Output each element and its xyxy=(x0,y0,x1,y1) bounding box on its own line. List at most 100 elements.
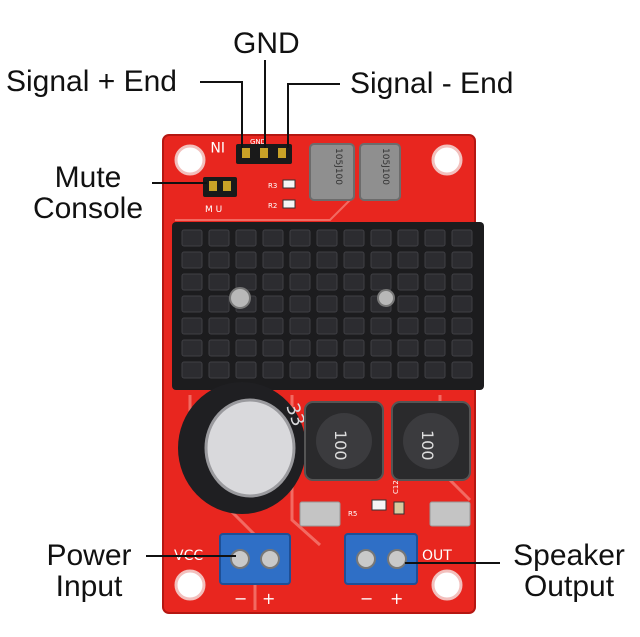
heatsink-fin xyxy=(397,361,419,379)
heatsink-fin xyxy=(370,273,392,291)
heatsink-fin xyxy=(451,339,473,357)
mounting-hole xyxy=(431,144,463,176)
mounting-hole xyxy=(431,569,463,601)
heatsink-fin xyxy=(451,317,473,335)
callout-power-line2: Input xyxy=(55,570,123,603)
silkscreen-r3: R3 xyxy=(268,182,277,190)
heatsink-fin xyxy=(397,251,419,269)
heatsink-fin xyxy=(208,317,230,335)
callout-speaker-line1: Speaker xyxy=(513,539,625,572)
small-components: C12 R5 xyxy=(299,480,471,527)
heatsink-fin xyxy=(181,339,203,357)
heatsink-fin xyxy=(262,339,284,357)
input-header: IN GND xyxy=(210,138,292,164)
heatsink-fin xyxy=(451,251,473,269)
heatsink-fin xyxy=(289,339,311,357)
heatsink-fin xyxy=(424,339,446,357)
callout-power: Power Input xyxy=(36,540,142,602)
silkscreen-r5: R5 xyxy=(348,510,357,518)
heatsink-fin xyxy=(343,361,365,379)
heatsink-fin xyxy=(262,361,284,379)
silkscreen-mute: M U xyxy=(205,205,222,215)
mounting-hole xyxy=(174,569,206,601)
heatsink-fin xyxy=(397,273,419,291)
callout-speaker-line2: Output xyxy=(523,570,615,603)
heatsink-fin xyxy=(181,295,203,313)
heatsink-fin xyxy=(424,361,446,379)
heatsink-fin xyxy=(370,251,392,269)
heatsink-fin xyxy=(370,361,392,379)
heatsink-fin xyxy=(289,251,311,269)
terminal-screw xyxy=(387,549,407,569)
speaker-plus: + xyxy=(390,589,403,608)
heatsink-fin xyxy=(181,317,203,335)
heatsink-fin xyxy=(370,317,392,335)
heatsink-screw xyxy=(229,287,251,309)
heatsink-fin xyxy=(343,229,365,247)
leader-signal-minus xyxy=(287,83,340,148)
header-pin xyxy=(242,148,250,158)
heatsink-fin xyxy=(235,229,257,247)
heatsink-fin xyxy=(181,273,203,291)
heatsink-fin xyxy=(289,273,311,291)
heatsink-fin xyxy=(424,229,446,247)
callout-mute: Mute Console xyxy=(26,162,150,224)
heatsink-fin xyxy=(235,251,257,269)
heatsink-fin xyxy=(316,229,338,247)
heatsink-fin xyxy=(316,295,338,313)
heatsink-screw xyxy=(377,289,395,307)
heatsink-fin xyxy=(424,251,446,269)
silkscreen-in: IN xyxy=(210,138,225,154)
inductors: 100 100 xyxy=(304,401,471,481)
heatsink-fin xyxy=(289,229,311,247)
heatsink-fin xyxy=(262,229,284,247)
heatsink-fin xyxy=(289,317,311,335)
heatsink-fins xyxy=(181,229,473,379)
heatsink-fin xyxy=(208,361,230,379)
silkscreen-gnd: GND xyxy=(250,138,266,146)
heatsink-fin xyxy=(424,317,446,335)
heatsink-fin xyxy=(289,361,311,379)
heatsink-fin xyxy=(451,273,473,291)
heatsink-fin xyxy=(397,317,419,335)
callout-power-line1: Power xyxy=(46,539,132,572)
heatsink-fin xyxy=(451,295,473,313)
heatsink-fin xyxy=(343,273,365,291)
cap-left-code: 105J100 xyxy=(333,148,343,185)
header-pin xyxy=(278,148,286,158)
smd-resistors: R3 R2 xyxy=(268,179,296,210)
header-pin xyxy=(260,148,268,158)
heatsink-fin xyxy=(316,273,338,291)
mute-jumper: M U xyxy=(203,177,237,215)
silkscreen-out: OUT xyxy=(422,548,452,564)
heatsink-fin xyxy=(316,361,338,379)
heatsink-fin xyxy=(181,251,203,269)
callout-signal-minus: Signal - End xyxy=(350,67,514,100)
heatsink-fin xyxy=(208,251,230,269)
heatsink-fin xyxy=(235,361,257,379)
heatsink-fin xyxy=(370,339,392,357)
terminal-screw xyxy=(356,549,376,569)
heatsink-fin xyxy=(262,273,284,291)
heatsink-fin xyxy=(289,295,311,313)
heatsink-fin xyxy=(316,317,338,335)
heatsink-fin xyxy=(343,339,365,357)
callout-mute-line2: Console xyxy=(32,192,144,225)
jumper-pin xyxy=(223,181,231,191)
callout-speaker: Speaker Output xyxy=(504,540,634,602)
heatsink-fin xyxy=(397,229,419,247)
heatsink-fin xyxy=(208,295,230,313)
heatsink-fin xyxy=(262,251,284,269)
callout-mute-line1: Mute xyxy=(54,161,122,194)
heatsink-fin xyxy=(397,295,419,313)
heatsink-fin xyxy=(370,229,392,247)
heatsink-fin xyxy=(343,295,365,313)
heatsink-fin xyxy=(316,251,338,269)
speaker-minus: − xyxy=(360,589,373,608)
terminal-screw xyxy=(230,549,250,569)
power-minus: − xyxy=(234,589,247,608)
heatsink-fin xyxy=(262,295,284,313)
heatsink-fin xyxy=(208,229,230,247)
heatsink-fin xyxy=(181,361,203,379)
